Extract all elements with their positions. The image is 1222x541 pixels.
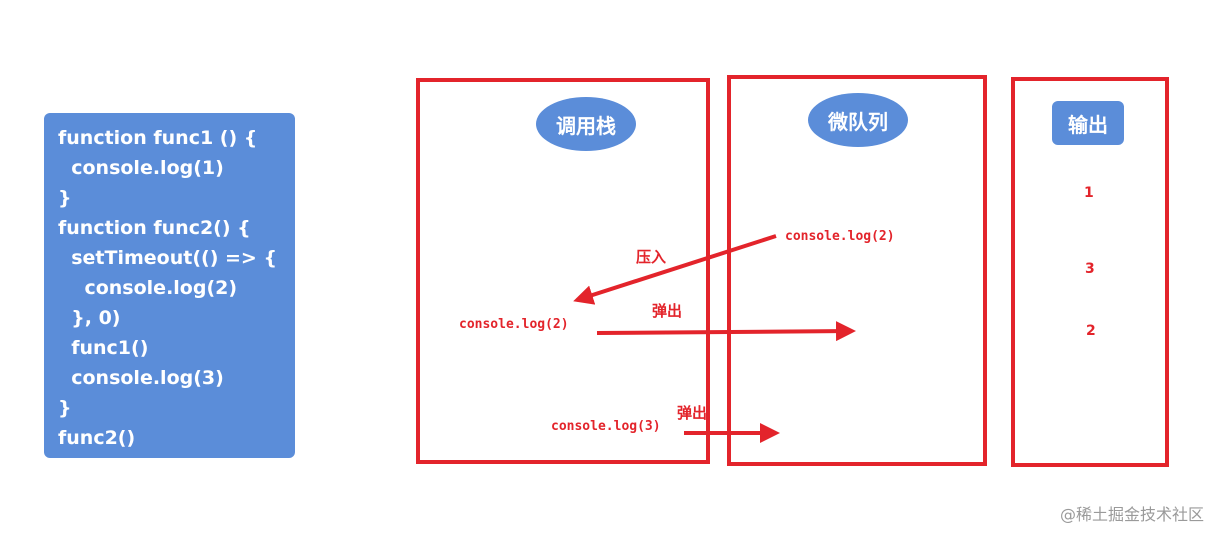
output-title: 输出: [1052, 101, 1124, 145]
stack-item-label: console.log(3): [551, 419, 661, 434]
watermark: @稀土掘金技术社区: [1059, 505, 1204, 524]
code-line: func1(): [58, 337, 149, 359]
pop-label: 弹出: [652, 302, 683, 320]
code-line: console.log(1): [58, 157, 224, 179]
code-line: func2(): [58, 427, 136, 449]
output-value: 3: [1085, 261, 1095, 277]
code-line: function func1 () {: [58, 127, 258, 149]
code-line: }: [58, 187, 72, 209]
queue-item-label: console.log(2): [785, 229, 895, 244]
code-line: function func2() {: [58, 217, 251, 239]
output-value: 2: [1086, 323, 1096, 339]
pop-label: 弹出: [677, 404, 708, 422]
output-panel: [1011, 77, 1169, 467]
code-line: console.log(3): [58, 367, 224, 389]
push-label: 压入: [636, 248, 667, 266]
code-line: console.log(2): [58, 277, 238, 299]
code-block: function func1 () { console.log(1) } fun…: [44, 113, 295, 458]
stack-item-label: console.log(2): [459, 317, 569, 332]
code-line: setTimeout(() => {: [58, 247, 277, 269]
code-line: }, 0): [58, 307, 121, 329]
call-stack-title: 调用栈: [536, 97, 636, 151]
code-line: }: [58, 397, 72, 419]
output-value: 1: [1084, 185, 1094, 201]
microtask-queue-title: 微队列: [808, 93, 908, 147]
